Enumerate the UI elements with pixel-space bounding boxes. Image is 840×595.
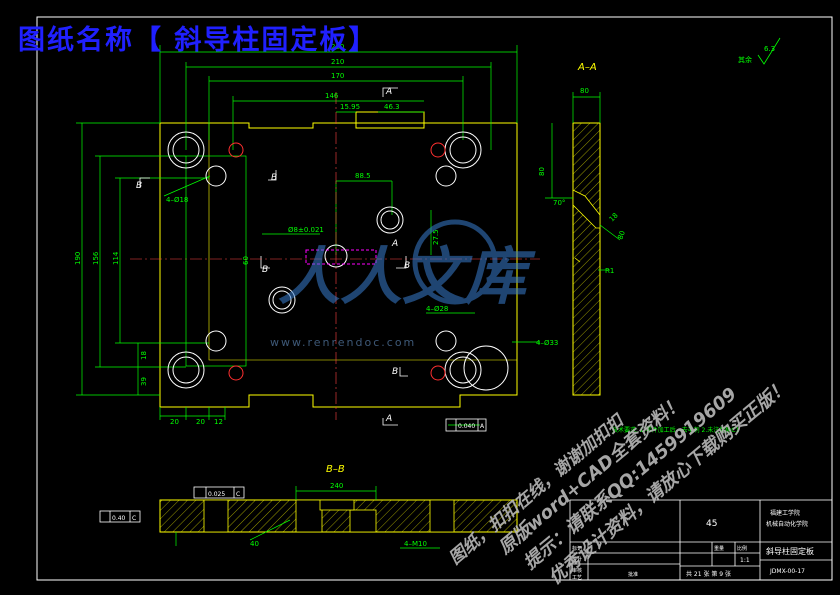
section-letters: A A B B B B B A xyxy=(136,87,410,424)
tb-material: 45 xyxy=(706,519,717,529)
bb-dims xyxy=(175,486,440,549)
sect-b-top: B xyxy=(271,173,277,183)
dim-60: 60 xyxy=(242,256,250,265)
tb-drawing-no: JDMX-00-17 xyxy=(769,568,805,575)
sect-a-bot: A xyxy=(385,414,392,424)
bb-perp: 0.40 xyxy=(112,515,126,522)
side-dim-18: 18 xyxy=(608,211,620,223)
dim-20a: 20 xyxy=(170,418,179,426)
plan-dimensions xyxy=(76,45,540,426)
watermark-url: www.renrendoc.com xyxy=(270,336,416,349)
tb-weight-label: 重量 xyxy=(714,545,724,552)
bb-dim-40: 40 xyxy=(250,540,259,548)
dim-12: 12 xyxy=(214,418,223,426)
tb-sheet: 共 21 张 第 9 张 xyxy=(686,570,731,578)
tb-row-review: 审核 xyxy=(572,567,582,574)
dim-15-95: 15.95 xyxy=(340,103,360,111)
watermark-brand: 人人文库 xyxy=(278,240,536,313)
side-r1: R1 xyxy=(605,267,614,275)
dim-20b: 20 xyxy=(196,418,205,426)
tb-row-process: 工艺 xyxy=(572,575,582,581)
side-dim-text: 80 80 70° 18 80 R1 xyxy=(538,87,627,275)
flatness-ref: A xyxy=(480,423,485,430)
sect-a-mid: A xyxy=(391,239,398,249)
sect-a-top: A xyxy=(385,87,392,97)
dim-46-3: 46.3 xyxy=(384,103,400,111)
center-lines xyxy=(130,92,540,420)
dim-170: 170 xyxy=(331,72,344,80)
dim-114: 114 xyxy=(112,251,120,265)
bb-flatness: 0.025 xyxy=(208,491,225,498)
bb-label: B–B xyxy=(326,464,345,475)
section-markers xyxy=(139,87,408,426)
flatness-box xyxy=(445,418,487,432)
center-slot-magenta xyxy=(305,249,377,265)
sect-b-mid: B xyxy=(262,265,268,275)
title-block-text: 45 福建工学院 机械自动化学院 斜导柱固定板 JDMX-00-17 比例 1:… xyxy=(572,509,814,581)
sect-b-right: B xyxy=(404,261,410,271)
bb-tol-boxes xyxy=(99,486,245,523)
roughness-symbol xyxy=(757,37,781,65)
dim-156: 156 xyxy=(92,251,100,265)
dim-39: 39 xyxy=(140,377,148,386)
dim-190: 190 xyxy=(74,252,82,265)
side-dims xyxy=(545,92,621,271)
bb-view xyxy=(159,499,518,533)
tb-row-design: 设计 xyxy=(572,556,582,563)
watermark-logo: 人人文库 www.renrendoc.com xyxy=(270,219,536,349)
tb-dept: 机械自动化学院 xyxy=(766,520,808,528)
tb-scale: 1:1 xyxy=(740,557,750,564)
bb-flatness-ref: C xyxy=(236,491,240,498)
dim-18: 18 xyxy=(140,351,148,360)
side-dim-80c: 80 xyxy=(616,230,627,241)
sect-b-left: B xyxy=(136,181,142,191)
bb-perp-ref: C xyxy=(132,515,136,522)
callout-center-hole: Ø8±0.021 xyxy=(288,226,324,234)
roughness-label: 其余 xyxy=(738,55,752,64)
bb-dim-240: 240 xyxy=(330,482,343,490)
tb-row-mark: 标记 xyxy=(572,545,582,552)
sect-b-low: B xyxy=(392,367,398,377)
tb-scale-label: 比例 xyxy=(737,545,747,552)
side-dim-angle: 70° xyxy=(553,199,565,207)
title-block xyxy=(569,499,833,581)
dim-210: 210 xyxy=(331,58,344,66)
dim-250: 250 xyxy=(331,43,344,51)
dim-88-5: 88.5 xyxy=(355,172,371,180)
small-red-holes xyxy=(228,142,446,381)
drawing-border xyxy=(36,16,833,581)
tb-approve: 批准 xyxy=(628,571,638,578)
dim-146: 146 xyxy=(325,92,339,100)
dim-text: 250 210 170 146 15.95 46.3 88.5 190 156 … xyxy=(74,43,558,426)
callout-pos: 27.5 xyxy=(432,229,440,245)
holes xyxy=(167,131,509,391)
aa-label: A–A xyxy=(577,62,597,73)
flatness-value: 0.040 xyxy=(458,423,475,430)
tb-part-name: 斜导柱固定板 xyxy=(766,546,814,556)
callout-holes4: 4–Ø18 xyxy=(166,196,188,204)
side-view xyxy=(572,122,601,396)
side-dim-80b: 80 xyxy=(538,167,546,176)
tb-school: 福建工学院 xyxy=(770,509,800,517)
bb-dim-m10: 4–M10 xyxy=(404,540,427,548)
side-dim-80: 80 xyxy=(580,87,589,95)
roughness-value: 6.3 xyxy=(764,45,775,53)
bb-dim-text: 240 40 4–M10 xyxy=(250,482,427,548)
tech-note: 技术要求: 1.零件加工后—去毛刺 2.未注倒角C1 xyxy=(612,426,739,434)
drawing-title: 图纸名称【 斜导柱固定板】 xyxy=(18,25,378,56)
callout-holes4b: 4–Ø28 xyxy=(426,305,448,313)
callout-holes4c: 4–Ø33 xyxy=(536,339,558,347)
